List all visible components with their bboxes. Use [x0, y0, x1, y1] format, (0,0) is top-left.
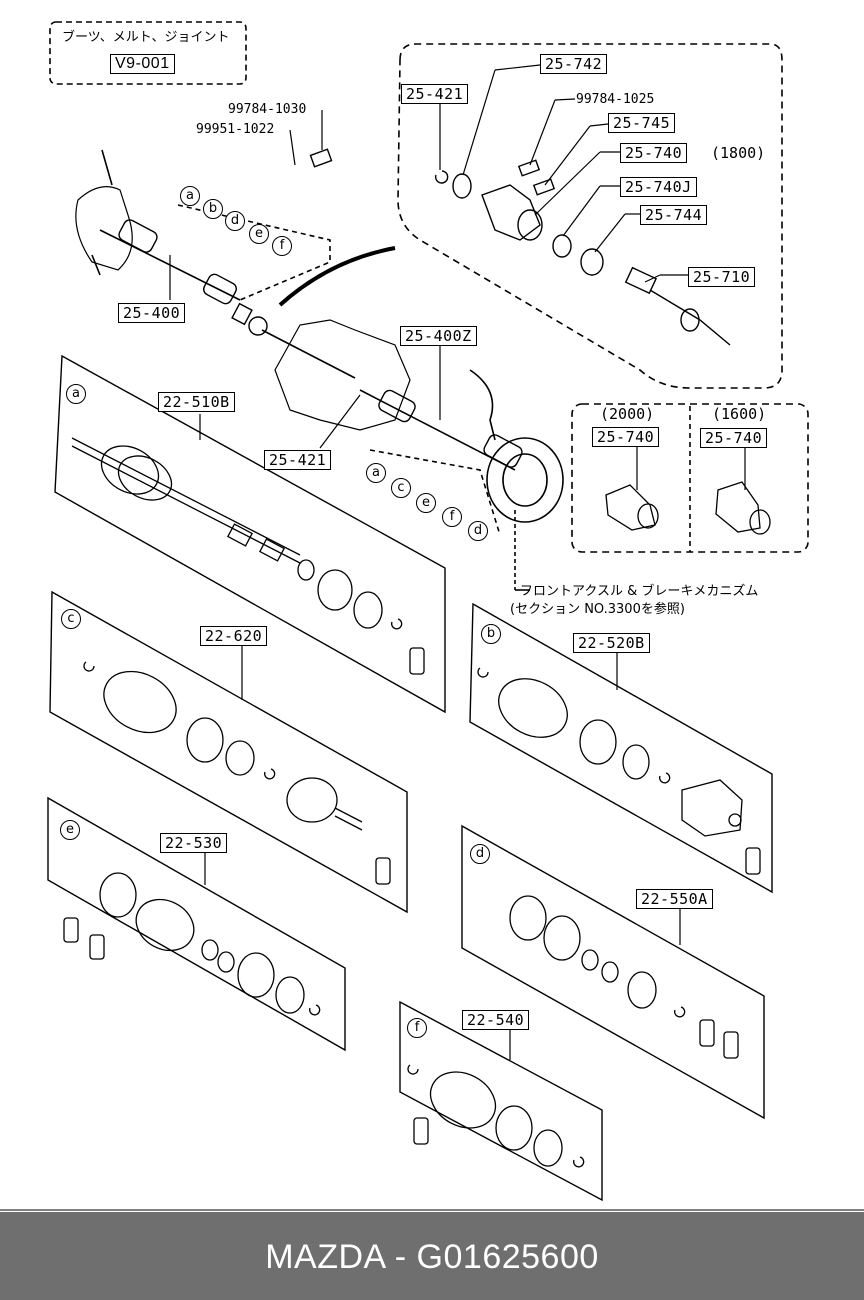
variant-1600: (1600) — [712, 405, 767, 423]
panel-f-callout: f — [407, 1018, 427, 1038]
panel-f-frame — [399, 1000, 603, 1202]
variant-2000: (2000) — [600, 405, 655, 423]
top-right-dashed-region — [397, 43, 783, 389]
callout-mid-f: f — [442, 507, 462, 527]
part-25-740-2000[interactable]: 25-740 — [592, 427, 660, 447]
callout-mid-e: e — [416, 493, 436, 513]
header-dashed-box — [49, 21, 247, 85]
front-axle-note-line2: (セクション NO.3300を参照) — [510, 602, 685, 617]
panel-b-callout: b — [481, 624, 501, 644]
part-25-745[interactable]: 25-745 — [608, 113, 676, 133]
footer-bar: MAZDA - G01625600 — [0, 1212, 864, 1300]
part-22-550A[interactable]: 22-550A — [636, 889, 713, 909]
callout-top-e: e — [249, 224, 269, 244]
callout-top-f: f — [272, 236, 292, 256]
part-25-421-mid[interactable]: 25-421 — [264, 450, 332, 470]
callout-mid-d: d — [468, 521, 488, 541]
diagram-drawing — [0, 21, 864, 1211]
part-22-520B[interactable]: 22-520B — [573, 633, 650, 653]
part-22-530[interactable]: 22-530 — [160, 833, 228, 853]
callout-top-a: a — [180, 186, 200, 206]
header-code: V9-001 — [110, 54, 175, 74]
part-22-510B[interactable]: 22-510B — [158, 392, 235, 412]
header-title: ブーツ、メルト、ジョイント — [62, 30, 230, 45]
panel-a-frame — [54, 354, 446, 714]
part-25-421-top[interactable]: 25-421 — [401, 84, 469, 104]
callout-top-b: b — [203, 199, 223, 219]
panel-e-callout: e — [60, 820, 80, 840]
part-25-400Z[interactable]: 25-400Z — [400, 326, 477, 346]
part-99951-1022[interactable]: 99951-1022 — [196, 122, 275, 137]
callout-mid-a: a — [366, 463, 386, 483]
part-25-710[interactable]: 25-710 — [688, 267, 756, 287]
part-25-744[interactable]: 25-744 — [640, 205, 708, 225]
part-25-742[interactable]: 25-742 — [540, 54, 608, 74]
part-99784-1025[interactable]: 99784-1025 — [576, 92, 655, 107]
part-25-740[interactable]: 25-740 — [620, 143, 688, 163]
footer-part-number: MAZDA - G01625600 — [265, 1238, 599, 1276]
front-axle-note-line1: フロントアクスル & ブレーキメカニズム — [520, 584, 759, 599]
panel-b-frame — [469, 602, 773, 894]
part-25-400[interactable]: 25-400 — [118, 303, 186, 323]
callout-mid-c: c — [391, 478, 411, 498]
part-99784-1030[interactable]: 99784-1030 — [228, 102, 307, 117]
panel-c-callout: c — [61, 609, 81, 629]
panel-a-callout: a — [66, 384, 86, 404]
part-22-540[interactable]: 22-540 — [462, 1010, 530, 1030]
panel-e-frame — [47, 796, 346, 1052]
part-22-620[interactable]: 22-620 — [200, 626, 268, 646]
panel-c-frame — [49, 590, 408, 914]
panel-d-callout: d — [470, 844, 490, 864]
part-25-740J[interactable]: 25-740J — [620, 177, 697, 197]
parts-diagram: ブーツ、メルト、ジョイント V9-001 25-742 25-421 99784… — [0, 21, 864, 1211]
part-25-740-1600[interactable]: 25-740 — [700, 428, 768, 448]
callout-top-d: d — [225, 211, 245, 231]
variant-1800: (1800) — [711, 144, 766, 162]
panel-d-frame — [461, 824, 765, 1120]
